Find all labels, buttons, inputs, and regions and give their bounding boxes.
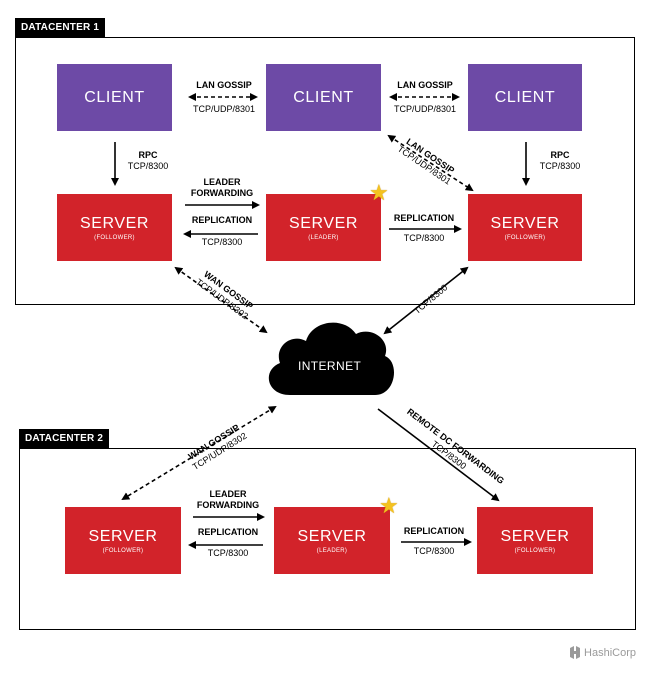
- datacenter-1-label: DATACENTER 1: [15, 18, 106, 37]
- hashicorp-logo-text: HashiCorp: [584, 646, 636, 659]
- dc1-server-follower-1[interactable]: SERVER (FOLLOWER): [57, 194, 172, 261]
- datacenter-2-label: DATACENTER 2: [19, 429, 110, 448]
- node-role: (FOLLOWER): [102, 547, 144, 554]
- tcp-arrow-dc1-right: [383, 266, 469, 335]
- lan-gossip-diagonal-arrow: [387, 134, 474, 192]
- dc1-server-leader[interactable]: SERVER (LEADER): [266, 194, 381, 261]
- dc2-server-follower-2[interactable]: SERVER (FOLLOWER): [477, 507, 593, 574]
- wan-gossip-arrow-dc1: [174, 266, 268, 334]
- node-title: SERVER: [297, 527, 367, 545]
- node-role: (LEADER): [308, 234, 339, 241]
- node-title: SERVER: [500, 527, 570, 545]
- dc2-server-follower-1[interactable]: SERVER (FOLLOWER): [65, 507, 181, 574]
- dc2-server-leader[interactable]: SERVER (LEADER): [274, 507, 390, 574]
- hashicorp-logo-icon: [570, 646, 581, 659]
- internet-label: INTERNET: [298, 359, 362, 373]
- node-role: (FOLLOWER): [514, 547, 556, 554]
- rpc-label-left: RPC TCP/8300: [127, 150, 169, 171]
- leader-star-icon: ★: [369, 180, 389, 205]
- node-title: SERVER: [490, 214, 560, 232]
- dc1-server-follower-2[interactable]: SERVER (FOLLOWER): [468, 194, 582, 261]
- datacenter-1-box: [15, 37, 635, 305]
- dc1-client-2[interactable]: CLIENT: [266, 64, 381, 131]
- leader-star-icon: ★: [379, 493, 399, 518]
- node-role: (FOLLOWER): [94, 234, 135, 241]
- replication-label-dc1-left: REPLICATION TCP/8300: [191, 215, 253, 247]
- node-title: SERVER: [79, 214, 150, 232]
- rpc-label-right: RPC TCP/8300: [539, 150, 581, 171]
- replication-label-dc1-right: REPLICATION TCP/8300: [393, 213, 455, 243]
- node-role: (LEADER): [316, 547, 348, 554]
- replication-label-dc2-left: REPLICATION TCP/8300: [197, 527, 259, 558]
- node-title: CLIENT: [84, 88, 145, 106]
- lan-gossip-label-1: LAN GOSSIP TCP/UDP/8301: [192, 80, 256, 114]
- leader-forwarding-label-dc2: LEADER FORWARDING: [196, 489, 260, 510]
- leader-forwarding-label-dc1: LEADER FORWARDING: [190, 177, 254, 198]
- node-role: (FOLLOWER): [504, 234, 546, 241]
- dc1-client-3[interactable]: CLIENT: [468, 64, 582, 131]
- datacenter-2-box: [19, 448, 636, 630]
- node-title: CLIENT: [293, 88, 354, 106]
- node-title: CLIENT: [494, 88, 556, 106]
- hashicorp-logo: HashiCorp: [569, 646, 636, 659]
- replication-label-dc2-right: REPLICATION TCP/8300: [403, 526, 465, 556]
- lan-gossip-label-2: LAN GOSSIP TCP/UDP/8301: [393, 80, 457, 114]
- dc1-client-1[interactable]: CLIENT: [57, 64, 172, 131]
- internet-cloud-icon: [268, 322, 395, 395]
- node-title: SERVER: [88, 527, 158, 545]
- node-title: SERVER: [288, 214, 359, 232]
- remote-dc-forwarding-arrow: [377, 408, 500, 502]
- wan-gossip-arrow-dc2: [121, 405, 277, 501]
